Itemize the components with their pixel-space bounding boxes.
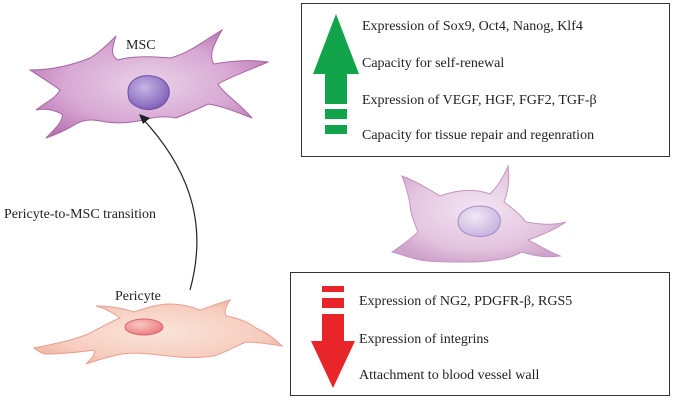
decrease-arrow-icon [311, 286, 355, 388]
transition-label: Pericyte-to-MSC transition [4, 207, 157, 222]
decrease-item-1: Expression of NG2, PDGFR-β, RGS5 [359, 294, 573, 309]
pericyte-label: Pericyte [115, 289, 161, 304]
increase-item-2: Capacity for self-renewal [362, 56, 505, 71]
pericyte-nucleus [124, 318, 164, 336]
decrease-item-2: Expression of integrins [359, 332, 489, 347]
increase-item-3: Expression of VEGF, HGF, FGF2, TGF-β [362, 93, 597, 108]
increase-item-4: Capacity for tissue repair and regenrati… [362, 128, 595, 143]
msc-nucleus [127, 75, 170, 111]
transition-arrowhead [139, 114, 150, 124]
increase-arrow-icon [313, 14, 359, 134]
transition-arrow [141, 117, 198, 291]
decrease-box: Expression of NG2, PDGFR-β, RGS5 Express… [290, 272, 670, 396]
increase-item-1: Expression of Sox9, Oct4, Nanog, Klf4 [362, 19, 583, 34]
msc-label: MSC [126, 38, 156, 53]
increase-box: Expression of Sox9, Oct4, Nanog, Klf4 Ca… [301, 3, 670, 157]
intermediate-nucleus [457, 205, 501, 237]
decrease-item-3: Attachment to blood vessel wall [359, 368, 540, 383]
